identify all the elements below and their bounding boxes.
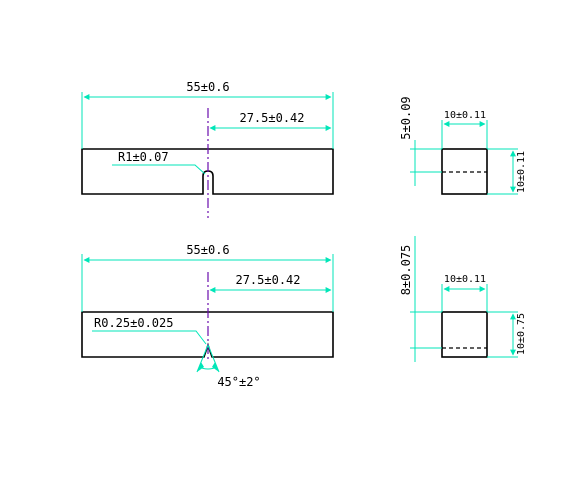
bottom-section-depth-label: 8±0.075 [399, 245, 413, 296]
bottom-length-label: 55±0.6 [186, 243, 229, 257]
top-section-height-label: 10±0.11 [516, 151, 527, 193]
top-section-view: 10±0.11 5±0.09 10±0.11 [399, 96, 527, 195]
top-position-label: 27.5±0.42 [239, 111, 304, 125]
bottom-section-view: 10±0.11 8±0.075 10±0.75 [399, 236, 527, 362]
bottom-angle-arrow-left [197, 362, 204, 372]
top-radius-leader [112, 164, 206, 175]
bottom-position-label: 27.5±0.42 [235, 273, 300, 287]
bottom-radius-leader [92, 330, 207, 345]
bottom-radius-label: R0.25±0.025 [94, 316, 173, 330]
bottom-section-width-label: 10±0.11 [444, 274, 486, 285]
bottom-specimen-view: 55±0.6 27.5±0.42 R0.25±0.025 45°±2° [81, 243, 334, 389]
top-radius-label: R1±0.07 [118, 150, 169, 164]
bottom-angle-arrow-right [212, 362, 219, 372]
bottom-angle-label: 45°±2° [217, 375, 260, 389]
bottom-section-outline [441, 311, 488, 358]
top-length-label: 55±0.6 [186, 80, 229, 94]
top-section-depth-label: 5±0.09 [399, 96, 413, 139]
top-specimen-view: 55±0.6 27.5±0.42 R1±0.07 [81, 80, 334, 218]
top-section-width-label: 10±0.11 [444, 110, 486, 121]
bottom-section-height-label: 10±0.75 [516, 313, 527, 355]
